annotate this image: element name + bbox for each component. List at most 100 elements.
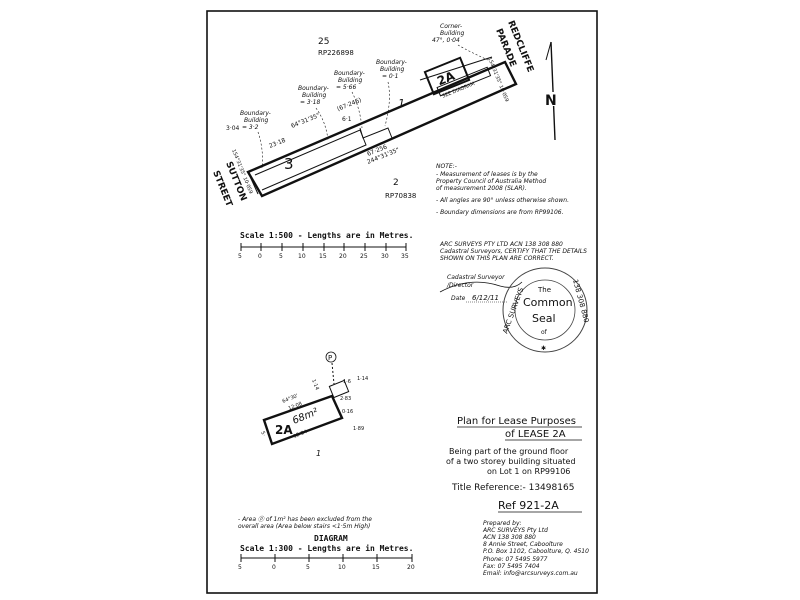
scale2-tick: 10	[338, 564, 346, 571]
diagram-d-114b: 1·14	[357, 376, 368, 382]
rp-25-label: RP226898	[318, 49, 354, 57]
note-line: - Boundary dimensions are from RP99106.	[436, 209, 564, 216]
scale2-tick: 5	[238, 564, 242, 571]
corner-building-2: Building	[440, 30, 465, 37]
plan-title-line2: of LEASE 2A	[505, 429, 566, 440]
dim-2318: 23·18	[268, 137, 287, 150]
dim-6435: 64°31'35"	[290, 112, 321, 130]
common-seal: The Common Seal of ARC SURVEYS 138 308 8…	[501, 267, 590, 353]
diagram-d-1284: 12·84	[293, 429, 309, 440]
scale1-ticks	[240, 243, 407, 251]
seal-line4: of	[541, 329, 548, 336]
diagram-footnote-1: - Area ⓟ of 1m² has been excluded from t…	[238, 515, 372, 523]
lot-outline	[246, 60, 518, 198]
diagram-d-5: 5·	[259, 431, 267, 438]
diagram-p-marker	[325, 351, 337, 363]
scale2-tick: 15	[372, 564, 380, 571]
diagram-d-114a: 1·14	[310, 379, 320, 392]
prepared-line: Phone: 07 5495 5977	[483, 556, 548, 563]
prepared-by-block: Prepared by: ARC SURVEYS Pty Ltd ACN 138…	[482, 520, 589, 577]
scale2-tick: 20	[407, 564, 415, 571]
diagram-d-283: 2·83	[340, 396, 351, 402]
prepared-line: Fax: 07 5495 7404	[483, 563, 540, 570]
certificate-block: ARC SURVEYS PTY LTD ACN 138 308 880 Cada…	[439, 241, 587, 303]
cert-line3: SHOWN ON THIS PLAN ARE CORRECT.	[440, 255, 554, 262]
seal-line1: The	[537, 286, 551, 294]
bb2-3: = 5·66	[336, 84, 356, 91]
plan-desc-2: of a two storey building situated	[446, 457, 576, 466]
seal-line2: Common	[523, 296, 573, 309]
bb2-1: Boundary-	[334, 70, 365, 77]
notes-block: NOTE:- - Measurement of leases is by the…	[436, 163, 569, 216]
sheet-border	[206, 10, 598, 594]
surveyor-signature	[439, 281, 523, 293]
rp-2-label: RP70838	[385, 192, 416, 200]
diagram-d-16: 1·6	[343, 379, 351, 385]
date-value: 6/12/11	[472, 294, 499, 302]
date-label: Date	[451, 295, 466, 302]
scale1-tick: 5	[238, 253, 242, 260]
seal-ring-left: ARC SURVEYS	[501, 286, 525, 335]
lot-1-label: 1	[398, 97, 405, 110]
bb1-3: = 0·1	[382, 73, 398, 80]
scale-bar-1-500: Scale 1:500 - Lengths are in Metres. 5 0…	[238, 230, 413, 260]
scale2-label: Scale 1:300 - Lengths are in Metres.	[240, 543, 413, 553]
bb1-1: Boundary-	[376, 59, 407, 66]
lot-3-label: 3	[284, 155, 294, 173]
diagram-d-016: 0·16	[342, 409, 353, 415]
corner-leader	[457, 44, 489, 61]
scale1-tick: 25	[360, 253, 368, 260]
prepared-line: ACN 138 308 880	[482, 534, 536, 541]
dim-304: 3·04	[226, 125, 240, 132]
scale-bar-1-300: Scale 1:300 - Lengths are in Metres. 5 0…	[238, 543, 415, 571]
lease-2a-box	[423, 56, 471, 96]
bb3-3: = 3·18	[300, 99, 320, 106]
plan-title-line1: Plan for Lease Purposes	[457, 416, 576, 427]
see-diagram-box	[436, 66, 492, 97]
title-reference: Title Reference:- 13498165	[451, 483, 574, 493]
lot-25-label: 25	[318, 37, 329, 47]
lease-diagram: P 2A 68m² 1·14 1·14 1·6 12·08 12·84 2·83…	[238, 351, 372, 543]
building-line-lot1	[359, 127, 393, 139]
prepared-line: 8 Annie Street, Caboolture	[483, 541, 563, 548]
building-line-2a	[419, 56, 493, 81]
scale2-tick: 5	[306, 564, 310, 571]
note-line: - All angles are 90° unless otherwise sh…	[436, 197, 569, 204]
note-line: of measurement 2008 (SLAR).	[436, 185, 527, 192]
note-line: Property Council of Australia Method	[436, 178, 546, 185]
bb3-1: Boundary-	[298, 85, 329, 92]
bb3-leader	[315, 107, 329, 141]
scale2-tick: 0	[272, 564, 276, 571]
diagram-area-label: 2A	[275, 423, 293, 437]
prepared-line: P.O. Box 1102, Caboolture, Q. 4510	[483, 548, 589, 555]
north-arrow: N	[545, 41, 559, 141]
scale1-tick: 35	[401, 253, 409, 260]
prepared-line: Prepared by:	[483, 520, 522, 527]
note-line: - Measurement of leases is by the	[436, 171, 538, 178]
diagram-lot-1: 1	[316, 449, 321, 458]
diagram-lease-outline	[262, 394, 344, 446]
cert-line1: ARC SURVEYS PTY LTD ACN 138 308 880	[439, 241, 563, 248]
north-label: N	[545, 93, 557, 109]
plan-ref: Ref 921-2A	[498, 499, 559, 512]
bb1-2: Building	[380, 66, 405, 73]
seal-line3: Seal	[532, 312, 556, 325]
scale1-tick: 15	[319, 253, 327, 260]
lot-2-label: 2	[393, 178, 399, 188]
notes-title: NOTE:-	[436, 163, 457, 170]
bb4-3: = 3·2	[242, 124, 259, 131]
diagram-d-1208: 12·08	[288, 401, 304, 412]
surveyor-label-1: Cadastral Surveyor	[447, 274, 505, 281]
scale1-tick: 10	[298, 253, 306, 260]
bb2-2: Building	[338, 77, 363, 84]
scale1-tick: 30	[381, 253, 389, 260]
prepared-line: Email: info@arcsurveys.com.au	[483, 570, 578, 577]
bb4-leader	[257, 131, 263, 169]
diagram-title: DIAGRAM	[314, 534, 348, 543]
scale1-tick: 5	[279, 253, 283, 260]
bb1-leader	[384, 81, 390, 127]
plan-desc-3: on Lot 1 on RP99106	[487, 467, 570, 476]
scale1-label: Scale 1:500 - Lengths are in Metres.	[240, 230, 413, 240]
seal-star: ✱	[541, 345, 546, 352]
